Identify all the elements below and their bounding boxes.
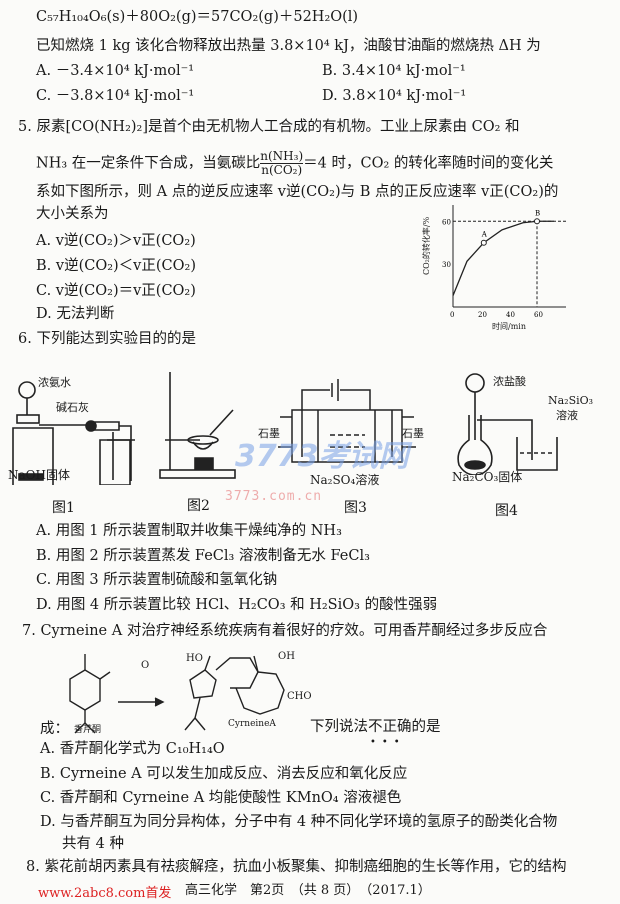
x-tick: 60	[534, 311, 543, 319]
conversion-curve	[452, 220, 554, 296]
q4-option-c: C. －3.8×10⁴ kJ·mol⁻¹	[36, 88, 195, 104]
fig4-label-hcl: 浓盐酸	[493, 375, 526, 388]
reaction-scheme	[69, 654, 285, 734]
fig3-caption: 图3	[344, 500, 367, 516]
fig1-caption: 图1	[52, 500, 75, 516]
q7-option-d-cont: 共有 4 种	[62, 836, 124, 852]
fig3-label-na2so4: Na₂SO₄溶液	[310, 473, 380, 487]
point-label-B: B	[535, 209, 540, 217]
y-tick: 30	[442, 261, 451, 269]
q5-option-d: D. 无法判断	[36, 306, 115, 322]
q6-option-a: A. 用图 1 所示装置制取并收集干燥纯净的 NH₃	[36, 523, 342, 539]
q5-line2-pre: NH₃ 在一定条件下合成，当氨碳比	[36, 155, 261, 172]
q7-option-a: A. 香芹酮化学式为 C₁₀H₁₄O	[40, 741, 225, 757]
emphasis-dots: •••	[370, 737, 406, 748]
q8-line1: 8. 紫花前胡丙素具有祛痰解痉，抗血小板聚集、抑制癌细胞的生长等作用，它的结构	[26, 859, 567, 875]
q6-stem: 6. 下列能达到实验目的的是	[18, 331, 196, 347]
q4-option-d: D. 3.8×10⁴ kJ·mol⁻¹	[322, 88, 467, 104]
fig4-apparatus	[457, 373, 558, 475]
fig1-label-ammonia: 浓氨水	[38, 376, 71, 389]
fig1-apparatus	[12, 381, 135, 485]
footer-watermark: www.2abc8.com首发	[38, 886, 172, 901]
q4-equation: C₅₇H₁₀₄O₆(s)＋80O₂(g)＝57CO₂(g)＋52H₂O(l)	[36, 9, 359, 25]
ammonia-carbon-ratio: n(NH₃)n(CO₂)	[260, 149, 304, 177]
point-A	[480, 239, 487, 246]
watermark-3773: 3773考试网	[235, 439, 409, 474]
fig3-label-graphite-right: 石墨	[402, 427, 424, 440]
q7-option-b: B. Cyrneine A 可以发生加成反应、消去反应和氧化反应	[40, 766, 408, 782]
point-label-A: A	[481, 231, 488, 239]
x-tick: 40	[506, 311, 515, 319]
mol-oh: OH	[278, 651, 295, 662]
q4-stem: 已知燃烧 1 kg 该化合物释放出热量 3.8×10⁴ kJ，油酸甘油酯的燃烧热…	[36, 38, 541, 54]
q6-option-d: D. 用图 4 所示装置比较 HCl、H₂CO₃ 和 H₂SiO₃ 的酸性强弱	[36, 597, 438, 613]
fig2-evaporation-apparatus	[159, 372, 236, 479]
fig1-label-naoh: NaOH固体	[8, 468, 70, 482]
q6-option-c: C. 用图 3 所示装置制硫酸和氢氧化钠	[36, 572, 278, 588]
q5-line4: 大小关系为	[36, 206, 109, 222]
q4-option-a: A. －3.4×10⁴ kJ·mol⁻¹	[36, 63, 195, 79]
fig4-caption: 图4	[495, 503, 518, 519]
q7-option-d: D. 与香芹酮互为同分异构体，分子中有 4 种不同化学环境的氢原子的酚类化合物	[40, 814, 558, 830]
q5-line3: 系如下图所示，则 A 点的逆反应速率 v逆(CO₂)与 B 点的正反应速率 v正…	[36, 184, 559, 200]
fig3-electrolysis-cell	[278, 379, 416, 463]
y-tick: 60	[442, 218, 451, 226]
mol-cyrneine-label: CyrneineA	[228, 719, 276, 729]
q5-line2-post: ＝4 时，CO₂ 的转化率随时间的变化关	[303, 155, 554, 172]
fig4-label-solution: 溶液	[556, 409, 578, 422]
fig4-label-na2co3: Na₂CO₃固体	[452, 470, 523, 484]
frac-num: n(NH₃)	[260, 149, 304, 164]
q6-option-b: B. 用图 2 所示装置蒸发 FeCl₃ 溶液制备无水 FeCl₃	[36, 548, 370, 564]
mol-cho: CHO	[287, 691, 312, 702]
q5-option-b: B. v逆(CO₂)＜v正(CO₂)	[36, 258, 196, 274]
fig3-label-graphite-left: 石墨	[258, 427, 280, 440]
page-footer: 高三化学 第2页 （共 8 页） （2017.1）	[185, 883, 431, 898]
watermark-3773-url: 3773.com.cn	[225, 489, 323, 504]
chart-xlabel: 时间/min	[492, 322, 526, 331]
fig4-label-na2sio3: Na₂SiO₃	[548, 394, 594, 407]
q5-line1: 5. 尿素[CO(NH₂)₂]是首个由无机物人工合成的有机物。工业上尿素由 CO…	[18, 119, 520, 135]
q7-option-c: C. 香芹酮和 Cyrneine A 均能使酸性 KMnO₄ 溶液褪色	[40, 790, 402, 806]
fig2-caption: 图2	[187, 498, 210, 514]
q4-option-b: B. 3.4×10⁴ kJ·mol⁻¹	[322, 63, 466, 79]
x-tick: 0	[450, 311, 454, 319]
x-tick: 20	[478, 311, 487, 319]
mol-ho: HO	[186, 653, 203, 664]
co2-conversion-chart: A B 0 20 40 60 30 60	[442, 205, 566, 319]
mol-carvone-label: 香芹酮	[74, 725, 102, 735]
q5-option-c: C. v逆(CO₂)＝v正(CO₂)	[36, 283, 196, 299]
q7-line2-post: 下列说法不正确的是	[310, 719, 441, 735]
chart-ylabel: CO₂的转化率/%	[422, 216, 431, 275]
fig1-label-soda-lime: 碱石灰	[56, 401, 89, 414]
point-B	[534, 218, 540, 225]
q5-option-a: A. v逆(CO₂)＞v正(CO₂)	[36, 233, 196, 249]
q7-line2: 成：	[40, 721, 69, 737]
mol-carvone-o: O	[141, 660, 150, 671]
q7-line1: 7. Cyrneine A 对治疗神经系统疾病有着很好的疗效。可用香芹酮经过多步…	[22, 623, 548, 639]
frac-den: n(CO₂)	[261, 163, 303, 177]
